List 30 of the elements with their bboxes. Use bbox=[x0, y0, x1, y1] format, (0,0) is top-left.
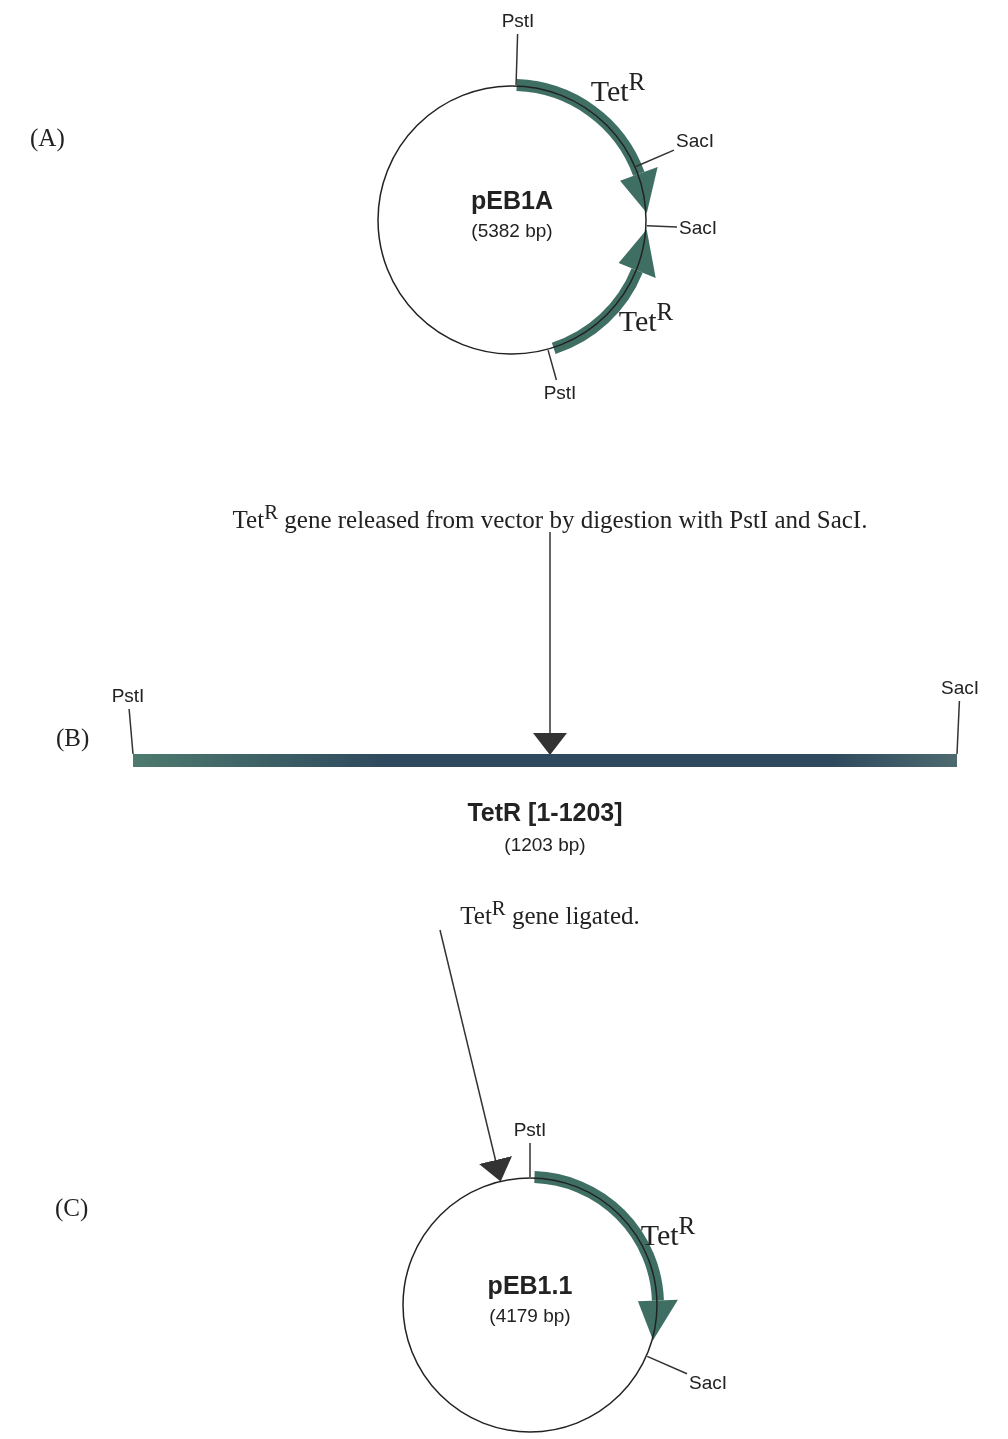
plasmid-name: pEB1A bbox=[471, 186, 553, 215]
panel-label: (A) bbox=[30, 124, 65, 152]
fragment-size: (1203 bp) bbox=[504, 834, 586, 856]
plasmid-size: (5382 bp) bbox=[471, 220, 553, 242]
restriction-site-label: PstI bbox=[501, 10, 535, 32]
leader-line bbox=[635, 149, 675, 168]
gene-label: Tet$^{R}$ bbox=[618, 298, 674, 338]
leader-line bbox=[646, 1355, 688, 1375]
restriction-site-label: SacI bbox=[689, 1372, 727, 1394]
restriction-site-label: SacI bbox=[679, 217, 717, 239]
leader-line bbox=[128, 708, 134, 755]
leader-line bbox=[646, 225, 678, 228]
gene-label: Tet$^{R}$ bbox=[640, 1212, 696, 1252]
panel-label: (B) bbox=[56, 724, 90, 752]
fragment-name: TetR [1-1203] bbox=[467, 798, 623, 827]
leader-line bbox=[547, 349, 558, 381]
leader-line bbox=[515, 33, 519, 86]
restriction-site-label: PstI bbox=[543, 382, 577, 404]
restriction-site-label: SacI bbox=[676, 130, 714, 152]
restriction-site-label: PstI bbox=[111, 685, 145, 707]
leader-line bbox=[956, 700, 961, 755]
arrow bbox=[439, 929, 513, 1182]
arrow bbox=[533, 531, 567, 755]
panel-label: (C) bbox=[55, 1194, 89, 1222]
plasmid-size: (4179 bp) bbox=[489, 1305, 571, 1327]
leader-line bbox=[529, 1142, 531, 1178]
gene-label: Tet$^{R}$ bbox=[590, 68, 646, 108]
plasmid-name: pEB1.1 bbox=[487, 1271, 573, 1300]
restriction-site-label: PstI bbox=[513, 1119, 547, 1141]
restriction-site-label: SacI bbox=[941, 677, 979, 699]
